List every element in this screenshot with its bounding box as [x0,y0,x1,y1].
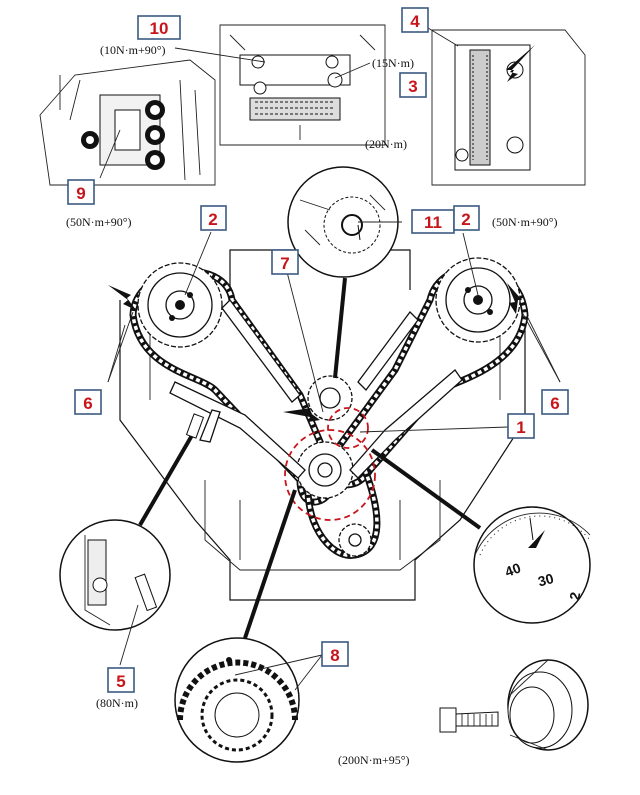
highlight-circle-guide [327,407,369,449]
svg-text:4: 4 [410,12,420,31]
svg-text:5: 5 [116,672,125,691]
torque-label-50-left: (50N·m+90°) [66,215,132,229]
lower-sprocket [338,523,372,557]
svg-text:8: 8 [330,646,339,665]
svg-text:1: 1 [516,418,525,437]
svg-text:2: 2 [461,210,470,229]
torque-label-50-right: (50N·m+90°) [492,215,558,229]
arrows [108,283,522,422]
callout-1: 1 [507,413,535,439]
callout-7: 7 [271,249,299,275]
svg-text:6: 6 [83,394,92,413]
leader-lines [99,27,561,691]
torque-label-15: (15N·m) [372,56,414,70]
callout-6-right: 6 [541,389,569,415]
tensioner-inset [431,29,586,186]
crank-bolt [439,707,499,733]
crank-dial-lens [370,448,591,624]
engine-block-outline [119,249,526,601]
svg-text:10: 10 [150,19,169,38]
idler-sprocket [307,375,353,421]
cover-plate-inset [219,24,386,146]
callout-11: 11 [411,209,455,234]
callout-5: 5 [107,667,135,693]
crank-pulley [507,659,589,751]
idler-bolt-lens [287,166,399,379]
svg-text:9: 9 [76,184,85,203]
torque-label-20: (20N·m) [365,137,407,151]
highlight-circle-crank [284,429,376,521]
callout-9: 9 [67,179,95,205]
torque-label-200: (200N·m+95°) [338,753,410,767]
callout-3: 3 [399,72,427,98]
svg-text:7: 7 [280,254,289,273]
right-cam-sprocket [435,257,521,343]
crank-sprocket-lens [174,489,300,763]
dial-mark-2: 2 [566,591,583,602]
left-cam-sprocket [137,262,223,348]
chain-guides [169,299,463,479]
callout-4: 4 [401,7,429,33]
callout-8: 8 [321,641,349,667]
dial-mark-40: 40 [503,559,523,579]
svg-text:6: 6 [550,394,559,413]
callout-6-left: 6 [74,389,102,415]
torque-label-10: (10N·m+90°) [100,43,166,57]
torque-label-80: (80N·m) [96,696,138,710]
svg-text:3: 3 [408,77,417,96]
camshaft-inset [39,59,216,186]
dial-mark-30: 30 [536,570,555,590]
callout-2-right: 2 [453,205,480,231]
callout-10: 10 [137,15,181,40]
guide-bolt-lens [59,413,205,631]
callout-2-left: 2 [200,205,227,231]
svg-text:11: 11 [424,213,442,232]
svg-text:2: 2 [208,210,217,229]
